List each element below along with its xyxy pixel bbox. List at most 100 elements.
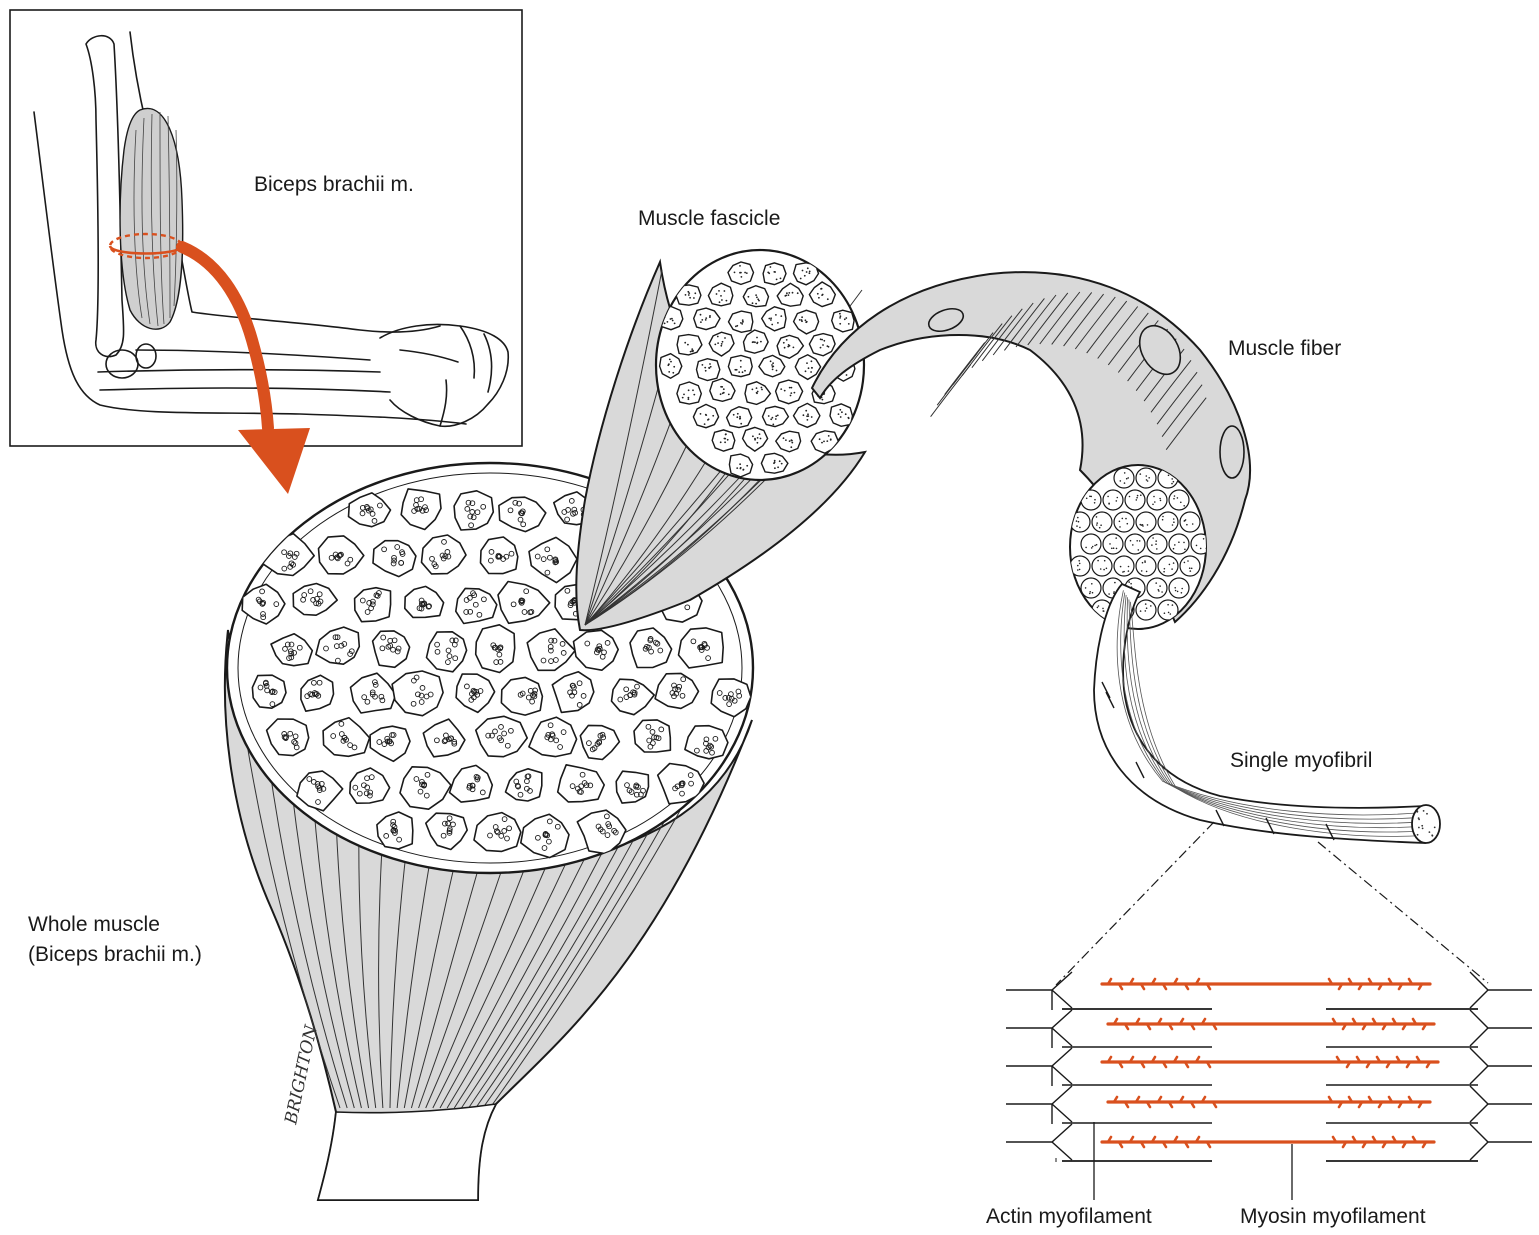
myofibril-speck xyxy=(1140,494,1142,496)
myofibril-speck xyxy=(1142,562,1144,564)
myofibril-speck xyxy=(1077,565,1079,567)
fiber-speck xyxy=(789,440,791,442)
fiber-speck xyxy=(742,319,744,321)
myofibril-speck xyxy=(1146,607,1148,609)
fiber-speck xyxy=(692,389,694,391)
fiber-speck xyxy=(694,292,696,294)
z-disc-left xyxy=(1052,1066,1072,1084)
fiber-speck xyxy=(682,397,684,399)
myofibril-speck xyxy=(1148,477,1150,479)
fiber-speck xyxy=(756,337,758,339)
myofibril-outline xyxy=(1169,534,1189,554)
myofibril-speck xyxy=(1161,591,1163,593)
fiber-speck xyxy=(794,392,796,394)
myofibril-speck xyxy=(1183,505,1185,507)
myofibril-speck xyxy=(1117,497,1119,499)
fiber-speck xyxy=(717,342,719,344)
myofibril-speck xyxy=(1128,566,1130,568)
fiber-speck xyxy=(820,347,822,349)
fiber-speck xyxy=(775,415,777,417)
myofibril-outline xyxy=(1092,512,1112,532)
myofibril-speck xyxy=(1145,610,1147,612)
fiber-speck xyxy=(700,321,702,323)
fiber-speck xyxy=(838,413,840,415)
fiber-speck xyxy=(723,388,725,390)
myofibril-speck xyxy=(1162,519,1164,521)
myofibril-speck xyxy=(1159,585,1161,587)
fiber-speck xyxy=(724,441,726,443)
fiber-speck xyxy=(707,419,709,421)
fiber-speck xyxy=(809,272,811,274)
myofibril-outline xyxy=(1180,512,1200,532)
z-disc-right xyxy=(1470,1048,1532,1066)
fiber-speck xyxy=(807,415,809,417)
fiber-speck xyxy=(777,415,779,417)
zoom-lines xyxy=(1056,822,1488,985)
fiber-speck xyxy=(793,347,795,349)
myofibril-speck xyxy=(1119,521,1121,523)
fiber-speck xyxy=(689,297,691,299)
fiber-outline xyxy=(811,431,838,453)
fiber-speck xyxy=(790,395,792,397)
myofibril-outline xyxy=(1169,578,1189,598)
fiber-speck xyxy=(761,387,763,389)
myofibril-outline xyxy=(1125,490,1145,510)
fiber-speck xyxy=(746,465,748,467)
myofibril-speck xyxy=(1100,524,1102,526)
myofibril-outline xyxy=(1081,490,1101,510)
fiber-speck xyxy=(758,300,760,302)
myofibril-speck xyxy=(1184,549,1186,551)
fiber-speck xyxy=(792,292,794,294)
fiber-speck xyxy=(693,297,695,299)
z-disc-left xyxy=(1006,1086,1072,1104)
myofibril-end-speck xyxy=(1426,813,1428,815)
fiber-speck xyxy=(790,446,792,448)
z-disc-right xyxy=(1470,972,1532,990)
myofibril-speck xyxy=(1108,503,1110,505)
myofibril-speck xyxy=(1173,518,1175,520)
fiber-speck xyxy=(721,299,723,301)
z-disc-right xyxy=(1470,990,1488,1008)
fiber-speck xyxy=(799,319,801,321)
fiber-speck xyxy=(709,363,711,365)
fiber-speck xyxy=(720,441,722,443)
fiber-outline xyxy=(776,380,803,404)
fiber-speck xyxy=(848,323,850,325)
myofibril-outline xyxy=(1147,534,1167,554)
fiber-speck xyxy=(739,272,741,274)
myofibril-speck xyxy=(1076,525,1078,527)
fiber-speck xyxy=(818,297,820,299)
fiber-speck xyxy=(772,369,774,371)
myofibril-outline xyxy=(1125,534,1145,554)
myofibril-speck xyxy=(1079,569,1081,571)
fiber-speck xyxy=(721,386,723,388)
z-disc-right xyxy=(1470,1142,1488,1160)
fiber-speck xyxy=(841,411,843,413)
fiber-speck xyxy=(705,319,707,321)
fascicle-outline xyxy=(616,771,648,803)
myofibril-speck xyxy=(1174,587,1176,589)
fiber-speck xyxy=(805,370,807,372)
fiber-speck xyxy=(728,394,730,396)
fiber-speck xyxy=(704,423,706,425)
fiber-speck xyxy=(772,424,774,426)
myofibril-speck xyxy=(1177,591,1179,593)
myofibril-speck xyxy=(1103,569,1105,571)
myofibril-speck xyxy=(1137,495,1139,497)
fiber-speck xyxy=(669,359,671,361)
myofibril-speck xyxy=(1091,547,1093,549)
fiber-speck xyxy=(770,418,772,420)
myofibril-speck xyxy=(1096,524,1098,526)
z-disc-left xyxy=(1006,1048,1072,1066)
fiber-speck xyxy=(780,278,782,280)
fiber-speck xyxy=(823,441,825,443)
myofibril-outline xyxy=(1103,534,1123,554)
fiber-speck xyxy=(802,270,804,272)
myofibril-speck xyxy=(1108,593,1110,595)
myofibril-speck xyxy=(1126,478,1128,480)
z-disc-right xyxy=(1470,1066,1488,1084)
myofibril-speck xyxy=(1147,524,1149,526)
myofibril-speck xyxy=(1170,613,1172,615)
fiber-speck xyxy=(744,370,746,372)
